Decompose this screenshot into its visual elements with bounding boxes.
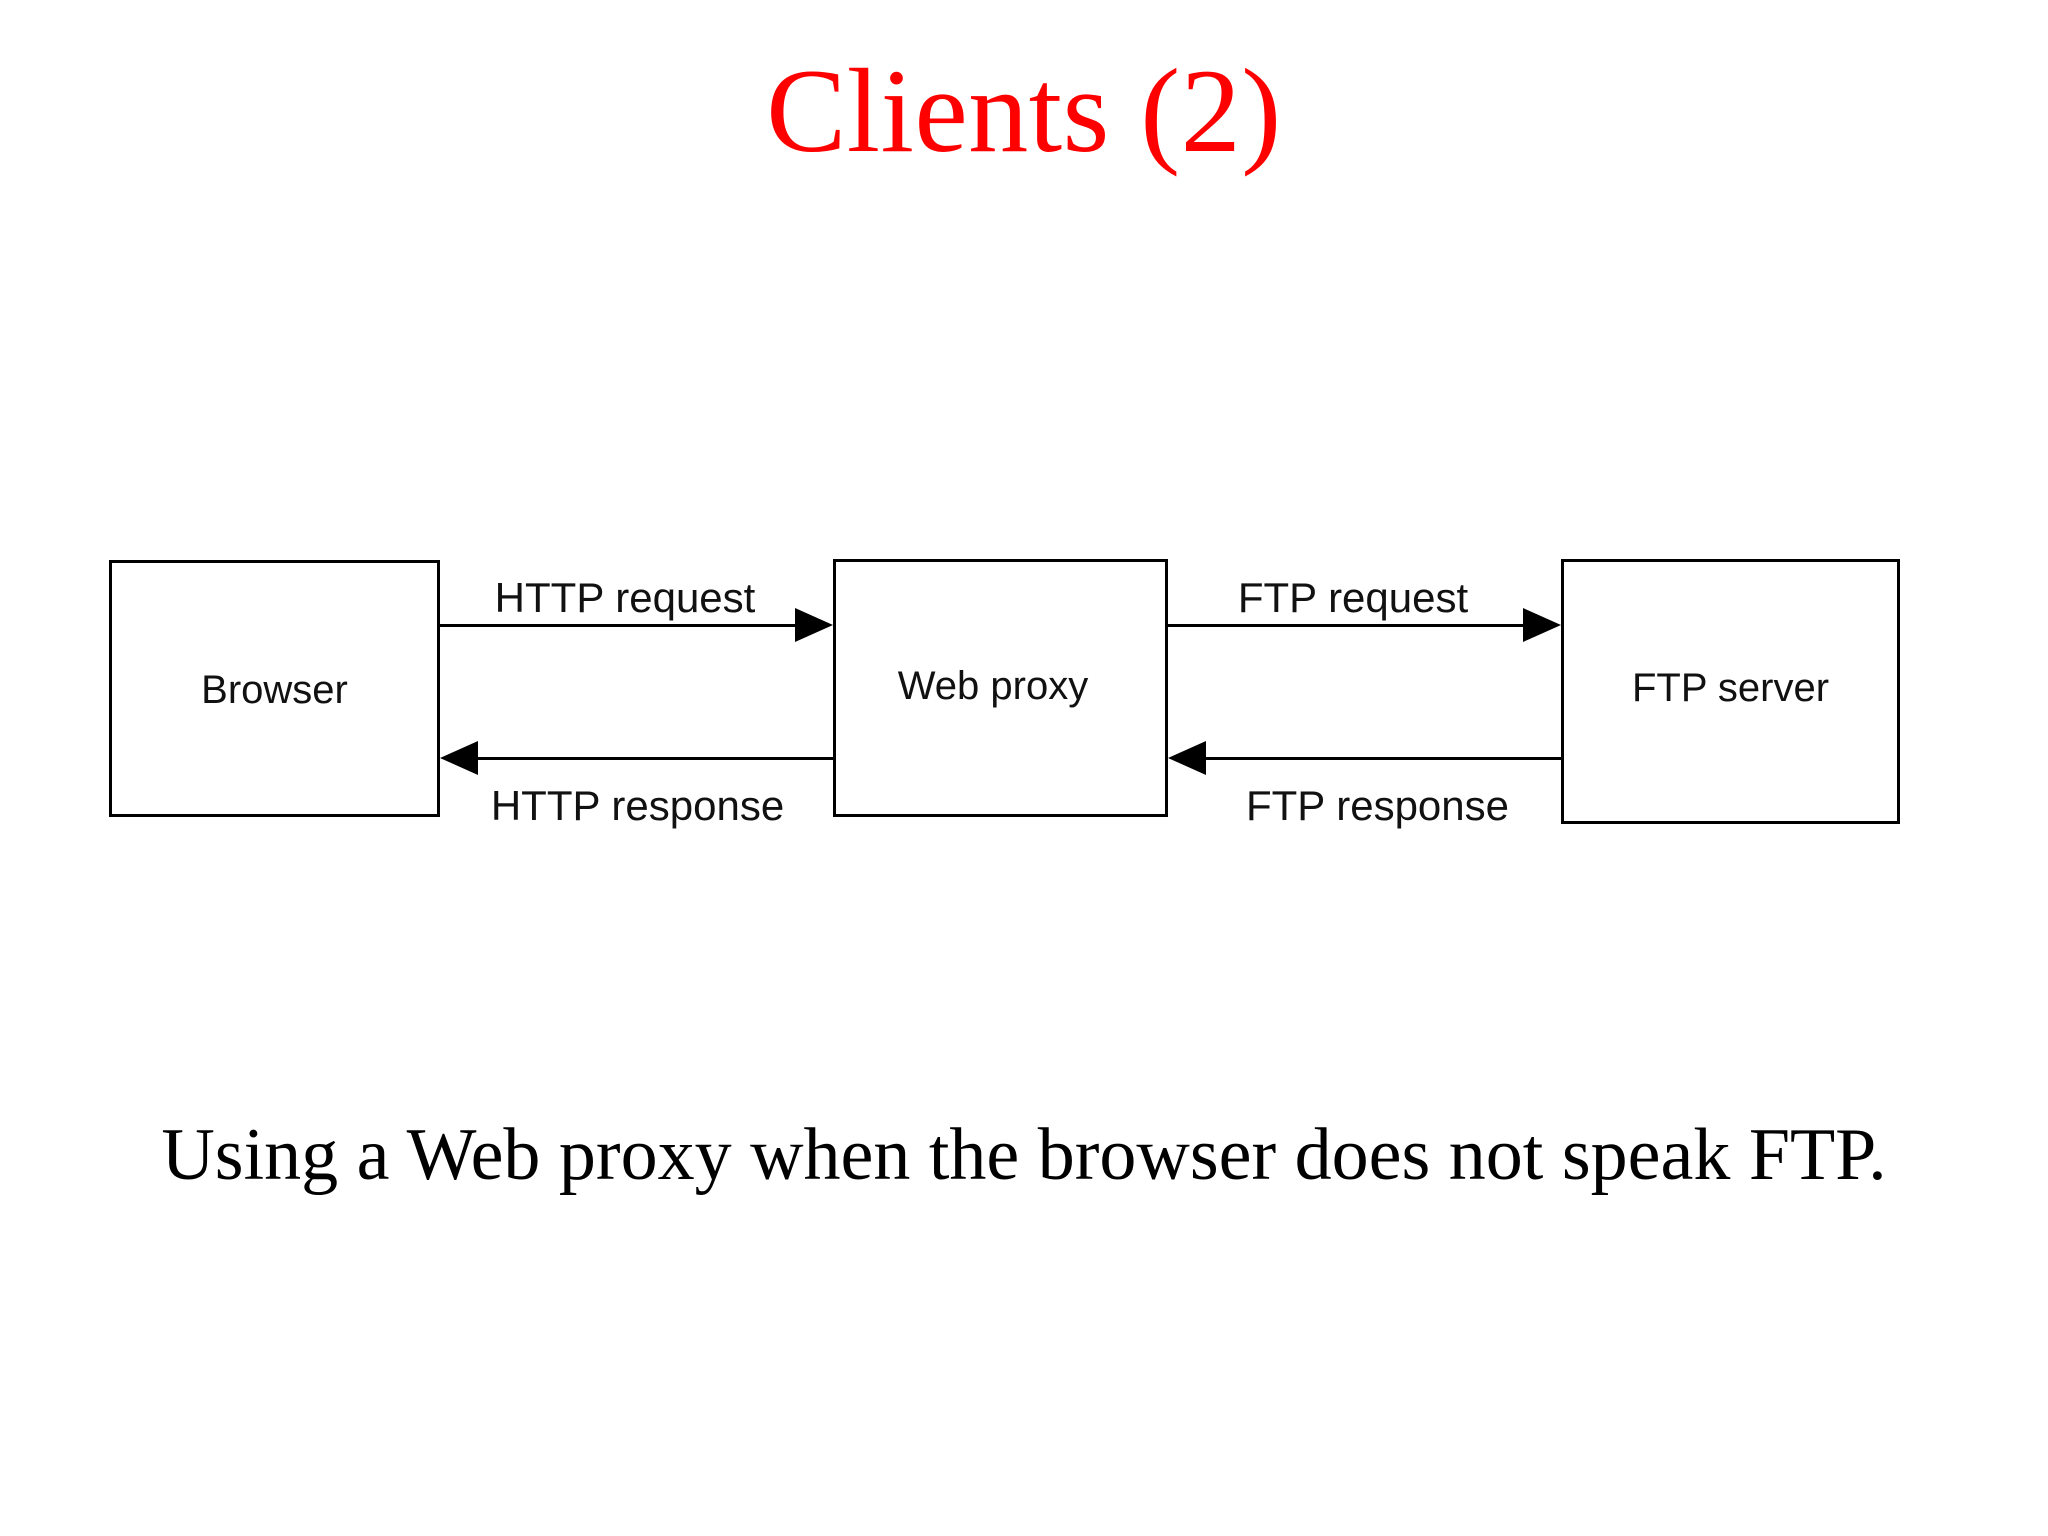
node-label-ftp-server: FTP server xyxy=(1631,666,1830,710)
arrowhead-right-icon-http-request xyxy=(795,608,833,642)
node-box-ftp-server xyxy=(1561,559,1900,824)
arrowhead-left-icon-ftp-response xyxy=(1168,741,1206,775)
arrowhead-left-icon-http-response xyxy=(440,741,478,775)
node-label-web-proxy: Web proxy xyxy=(897,664,1089,708)
edge-label-http-response: HTTP response xyxy=(490,782,785,829)
slide-caption: Using a Web proxy when the browser does … xyxy=(161,1114,1887,1196)
edge-label-http-request: HTTP request xyxy=(494,574,756,621)
edge-line-http-response xyxy=(470,757,833,760)
arrowhead-right-icon-ftp-request xyxy=(1523,608,1561,642)
page-title: Clients (2) xyxy=(766,44,1282,177)
edge-line-ftp-request xyxy=(1168,624,1538,627)
node-box-browser xyxy=(109,560,440,817)
edge-label-ftp-request: FTP request xyxy=(1237,574,1469,621)
node-label-browser: Browser xyxy=(201,668,348,712)
edge-line-ftp-response xyxy=(1198,757,1561,760)
edge-line-http-request xyxy=(440,624,810,627)
node-box-web-proxy xyxy=(833,559,1168,817)
edge-label-ftp-response: FTP response xyxy=(1245,782,1509,829)
